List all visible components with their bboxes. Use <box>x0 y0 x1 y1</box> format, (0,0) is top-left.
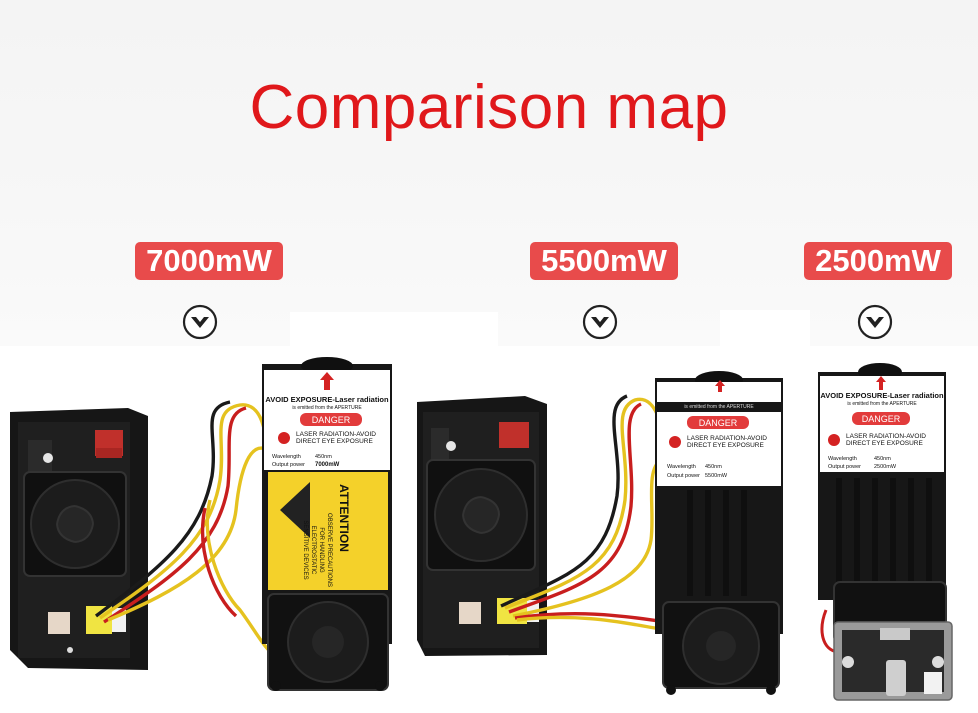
warning-line-1: AVOID EXPOSURE-Laser radiation <box>265 395 389 404</box>
laser-head: AVOID EXPOSURE-Laser radiation is emitte… <box>262 357 392 691</box>
wavelength-value: 450nm <box>874 456 891 462</box>
background-patch <box>290 312 498 346</box>
fan-icon <box>662 601 780 689</box>
radiation-line-1: LASER RADIATION-AVOID <box>846 433 926 440</box>
laser-head: AVOID EXPOSURE-Laser radiation is emitte… <box>818 363 947 654</box>
wavelength-label: Wavelength <box>667 464 696 470</box>
warning-line-2: is emitted from the APERTURE <box>292 405 362 411</box>
laser-module-7000: AVOID EXPOSURE-Laser radiation is emitte… <box>10 357 392 691</box>
driver-board <box>10 408 148 670</box>
warning-line-1: AVOID EXPOSURE-Laser radiation <box>820 391 944 400</box>
attention-line-4: SENSITIVE DEVICES <box>302 520 308 579</box>
danger-label: DANGER <box>312 415 351 425</box>
wires <box>500 394 668 632</box>
wires <box>94 400 276 657</box>
wavelength-label: Wavelength <box>272 454 301 460</box>
radiation-line-2: DIRECT EYE EXPOSURE <box>846 440 923 447</box>
driver-board <box>833 621 953 701</box>
attention-line-2: FOR HANDLING <box>318 527 324 573</box>
power-label: Output power <box>828 464 861 470</box>
radiation-line-1: LASER RADIATION-AVOID <box>296 431 376 438</box>
laser-module-2500: AVOID EXPOSURE-Laser radiation is emitte… <box>818 363 953 701</box>
attention-title: ATTENTION <box>337 484 351 552</box>
fan-icon <box>426 459 536 571</box>
danger-label: DANGER <box>862 414 901 424</box>
radiation-line-2: DIRECT EYE EXPOSURE <box>296 438 373 445</box>
warning-line-1: AVOID EXPOSURE-Laser radiation <box>657 392 781 401</box>
radiation-line-1: LASER RADIATION-AVOID <box>687 435 767 442</box>
laser-module-5500: AVOID EXPOSURE-Laser radiation is emitte… <box>417 371 783 695</box>
chevron-down-circle-icon <box>182 304 218 340</box>
page-title: Comparison map <box>249 72 729 142</box>
danger-label: DANGER <box>699 418 738 428</box>
warning-line-2: is emitted from the APERTURE <box>684 404 754 410</box>
background-patch <box>720 310 810 346</box>
attention-line-3: ELECTROSTATIC <box>310 526 316 575</box>
power-badge-7000: 7000mW <box>135 242 283 280</box>
driver-board <box>417 396 547 656</box>
attention-line-1: OBSERVE PRECAUTIONS <box>326 513 332 587</box>
power-value: 2500mW <box>874 464 897 470</box>
laser-head: AVOID EXPOSURE-Laser radiation is emitte… <box>655 371 783 695</box>
chevron-down-circle-icon <box>857 304 893 340</box>
power-badge-5500: 5500mW <box>530 242 678 280</box>
power-value: 5500mW <box>705 473 728 479</box>
wavelength-label: Wavelength <box>828 456 857 462</box>
chevron-down-circle-icon <box>582 304 618 340</box>
header-background <box>0 0 978 346</box>
wavelength-value: 450nm <box>315 454 332 460</box>
warning-line-2: is emitted from the APERTURE <box>847 401 917 407</box>
power-badge-2500: 2500mW <box>804 242 952 280</box>
power-label: Output power <box>272 462 305 468</box>
wavelength-value: 450nm <box>705 464 722 470</box>
fan-icon <box>23 471 127 577</box>
power-label: Output power <box>667 473 700 479</box>
radiation-line-2: DIRECT EYE EXPOSURE <box>687 442 764 449</box>
power-value: 7000mW <box>315 462 340 468</box>
fan-icon <box>267 593 389 691</box>
